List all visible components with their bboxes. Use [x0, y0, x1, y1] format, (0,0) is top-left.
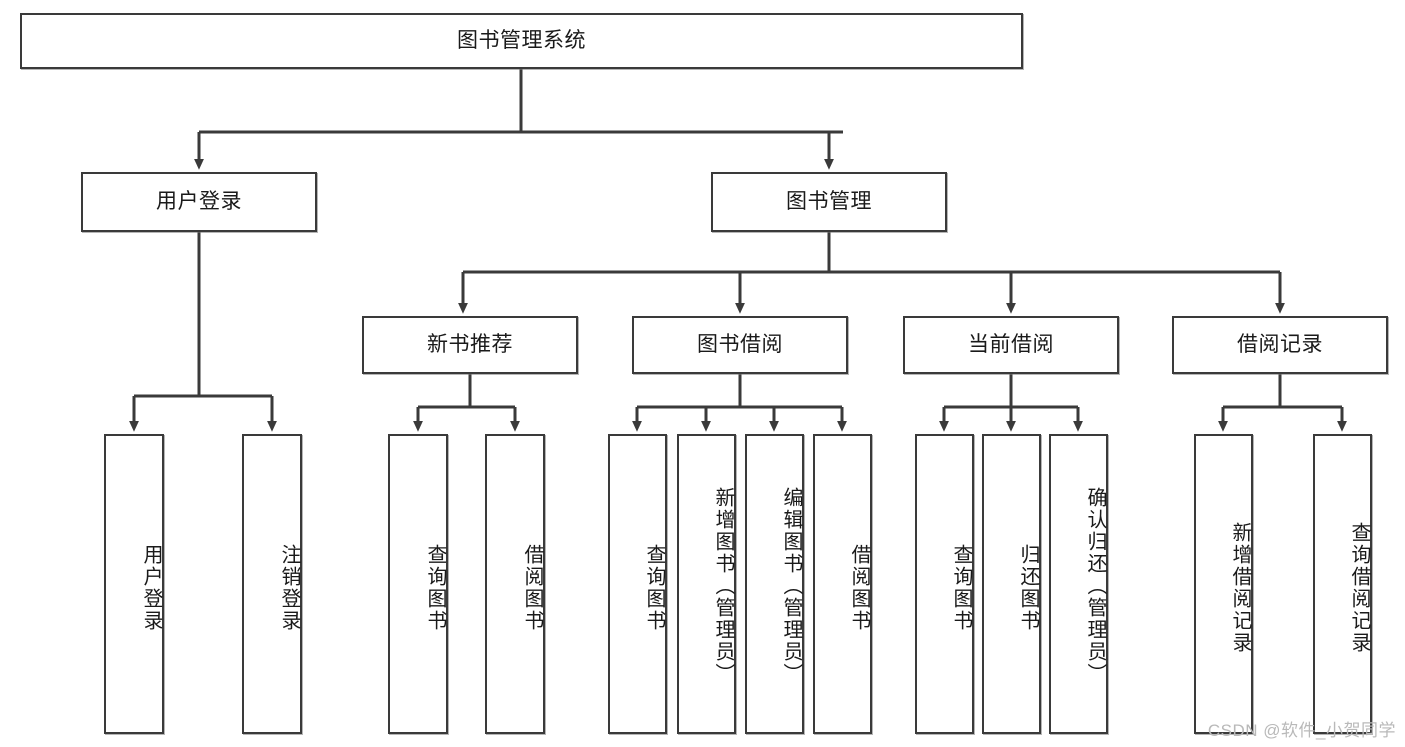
node-leaf-user-login-label: 用户登录 [140, 544, 162, 632]
node-new-book-recommend-label: 新书推荐 [427, 333, 513, 357]
node-leaf-edit-book[interactable]: 编辑图书（管理员） [745, 434, 804, 734]
node-leaf-user-login[interactable]: 用户登录 [104, 434, 164, 734]
watermark: CSDN @软件_小贺同学 [1207, 721, 1396, 740]
node-leaf-query-book-current-label: 查询图书 [950, 544, 972, 632]
node-current-borrow-label: 当前借阅 [968, 333, 1054, 357]
node-leaf-return-book[interactable]: 归还图书 [982, 434, 1041, 734]
node-leaf-confirm-return-label: 确认归还（管理员） [1084, 487, 1106, 685]
node-user-login-label: 用户登录 [156, 190, 242, 214]
node-leaf-query-book-rec-label: 查询图书 [424, 544, 446, 632]
node-book-borrow-label: 图书借阅 [697, 333, 783, 357]
node-leaf-query-book-current[interactable]: 查询图书 [915, 434, 974, 734]
node-book-borrow[interactable]: 图书借阅 [632, 316, 848, 374]
node-leaf-query-book-borrow-label: 查询图书 [643, 544, 665, 632]
node-leaf-query-record[interactable]: 查询借阅记录 [1313, 434, 1372, 734]
node-leaf-query-book-rec[interactable]: 查询图书 [388, 434, 448, 734]
node-leaf-add-record-label: 新增借阅记录 [1229, 522, 1251, 654]
node-leaf-query-record-label: 查询借阅记录 [1348, 522, 1370, 654]
node-leaf-borrow-book-label: 借阅图书 [848, 544, 870, 632]
node-leaf-edit-book-label: 编辑图书（管理员） [780, 487, 802, 685]
node-leaf-logout-label: 注销登录 [278, 544, 300, 632]
node-leaf-query-book-borrow[interactable]: 查询图书 [608, 434, 667, 734]
node-leaf-borrow-book-rec-label: 借阅图书 [521, 544, 543, 632]
node-leaf-borrow-book-rec[interactable]: 借阅图书 [485, 434, 545, 734]
node-root[interactable]: 图书管理系统 [20, 13, 1023, 69]
node-user-login[interactable]: 用户登录 [81, 172, 317, 232]
node-root-label: 图书管理系统 [457, 29, 586, 53]
node-leaf-borrow-book[interactable]: 借阅图书 [813, 434, 872, 734]
node-leaf-logout[interactable]: 注销登录 [242, 434, 302, 734]
node-borrow-record[interactable]: 借阅记录 [1172, 316, 1388, 374]
node-leaf-return-book-label: 归还图书 [1017, 544, 1039, 632]
node-leaf-add-book-label: 新增图书（管理员） [712, 487, 734, 685]
node-book-management-label: 图书管理 [786, 190, 872, 214]
node-borrow-record-label: 借阅记录 [1237, 333, 1323, 357]
node-leaf-add-record[interactable]: 新增借阅记录 [1194, 434, 1253, 734]
node-leaf-add-book[interactable]: 新增图书（管理员） [677, 434, 736, 734]
node-new-book-recommend[interactable]: 新书推荐 [362, 316, 578, 374]
node-current-borrow[interactable]: 当前借阅 [903, 316, 1119, 374]
node-leaf-confirm-return[interactable]: 确认归还（管理员） [1049, 434, 1108, 734]
node-book-management[interactable]: 图书管理 [711, 172, 947, 232]
